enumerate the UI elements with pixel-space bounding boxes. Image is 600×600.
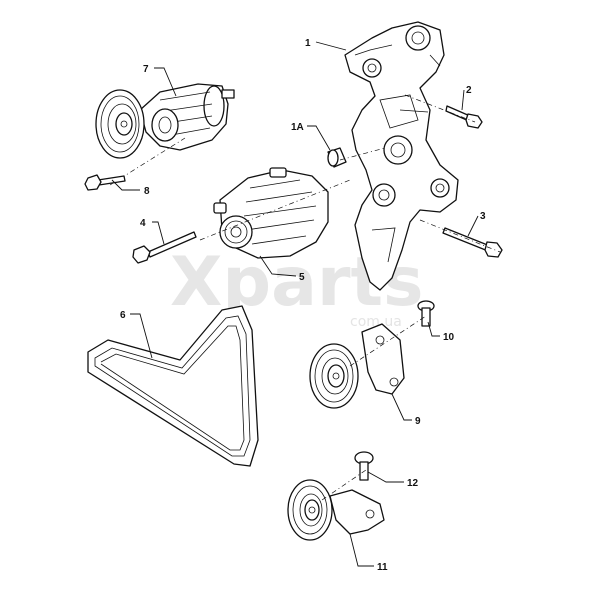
callout-label-9: 9 bbox=[415, 416, 421, 427]
callout-label-12: 12 bbox=[407, 478, 419, 489]
mounting-bracket bbox=[344, 21, 459, 291]
bolt-2 bbox=[404, 94, 483, 129]
callout-4: 4 bbox=[140, 218, 165, 245]
callout-12: 12 bbox=[367, 471, 419, 489]
callout-label-6: 6 bbox=[120, 310, 126, 321]
callout-10: 10 bbox=[427, 321, 455, 343]
callout-label-5: 5 bbox=[299, 272, 305, 283]
callout-1: 1 bbox=[305, 38, 347, 51]
callout-label-8: 8 bbox=[144, 186, 150, 197]
bolt-4 bbox=[132, 231, 197, 264]
bolt-10 bbox=[417, 300, 435, 327]
callout-3: 3 bbox=[467, 211, 486, 237]
belt-tensioner bbox=[95, 83, 235, 186]
drive-belt bbox=[87, 305, 259, 467]
callout-6: 6 bbox=[120, 310, 153, 359]
alternator bbox=[199, 167, 351, 259]
callout-7: 7 bbox=[143, 64, 177, 97]
callout-5: 5 bbox=[259, 255, 305, 283]
callout-label-11: 11 bbox=[377, 562, 388, 573]
callout-2: 2 bbox=[461, 85, 472, 111]
bolt-12 bbox=[354, 451, 374, 481]
callout-label-7: 7 bbox=[143, 64, 149, 75]
callout-8: 8 bbox=[111, 179, 150, 197]
bushing-1a bbox=[327, 147, 386, 168]
watermark-domain: com.ua bbox=[350, 314, 402, 330]
bolt-3 bbox=[419, 219, 503, 258]
callout-11: 11 bbox=[349, 533, 388, 573]
callout-label-3: 3 bbox=[480, 211, 486, 222]
callout-label-1: 1 bbox=[305, 38, 311, 49]
callout-label-2: 2 bbox=[466, 85, 472, 96]
idler-pulley-9 bbox=[309, 315, 427, 409]
callout-label-1a: 1A bbox=[291, 122, 304, 133]
callout-label-10: 10 bbox=[443, 332, 455, 343]
bolt-8 bbox=[84, 174, 126, 191]
callout-label-4: 4 bbox=[140, 218, 146, 229]
callout-1a: 1A bbox=[291, 122, 331, 151]
idler-pulley-11 bbox=[287, 469, 385, 541]
callout-9: 9 bbox=[391, 393, 421, 427]
